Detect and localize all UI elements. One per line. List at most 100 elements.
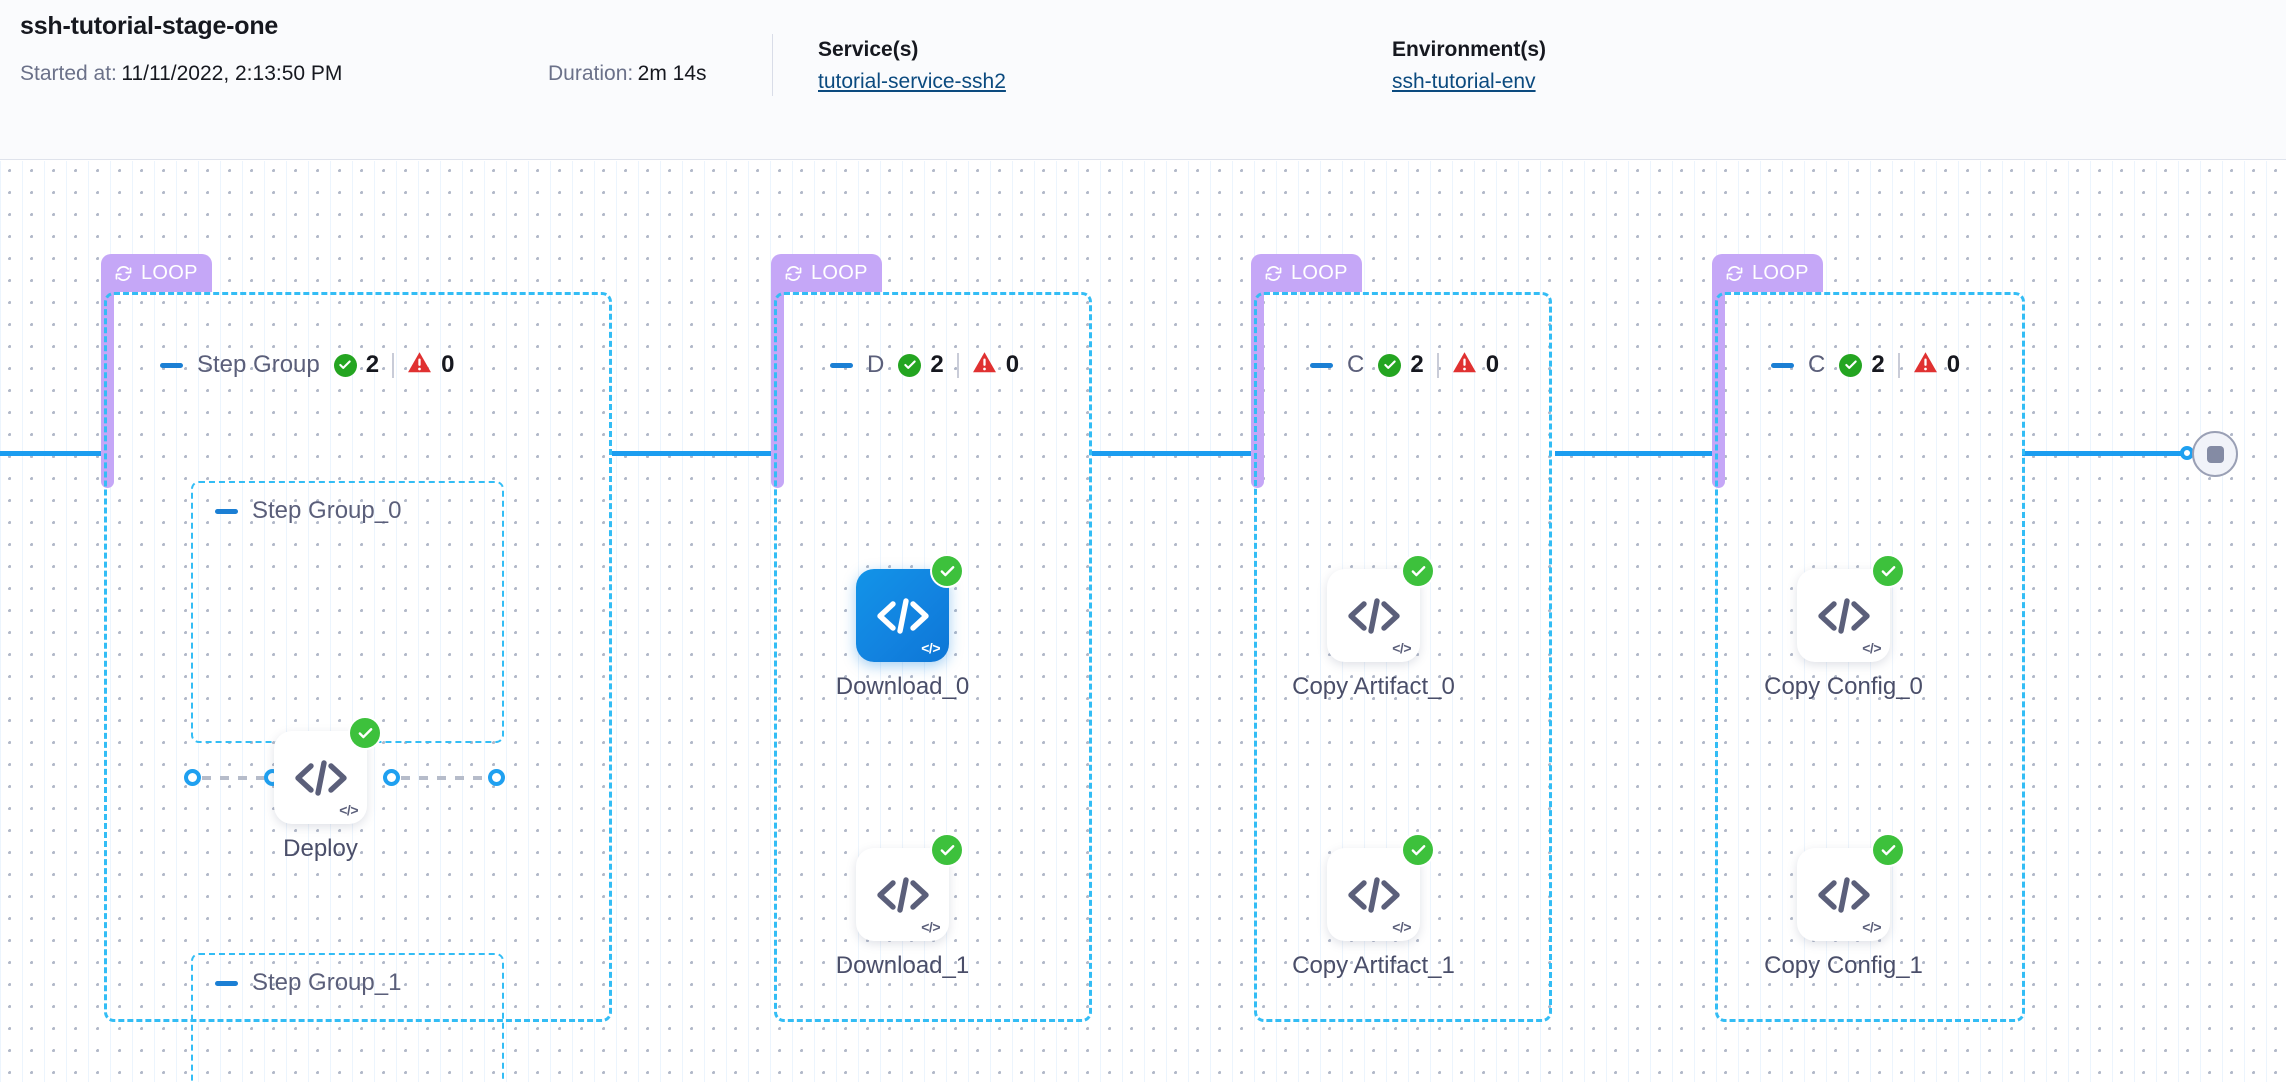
code-icon [1816,596,1872,636]
execution-header: ssh-tutorial-stage-one Started at: 11/11… [0,0,2286,160]
group-title-copy-config-group: C [1808,351,1826,378]
step-type-icon: </> [339,802,358,818]
group-header-copy-artifact-group[interactable]: C 2 0 [1310,351,1499,379]
error-warning-icon [1452,351,1477,379]
node-copy-artifact-1[interactable]: </> Copy Artifact_1 [1292,835,1455,979]
collapse-icon[interactable] [215,508,238,514]
success-count: 2 [1871,351,1885,378]
group-header-download-group[interactable]: D 2 0 [830,351,1019,379]
node-copy-artifact-0[interactable]: </> Copy Artifact_0 [1292,556,1455,700]
collapse-icon[interactable] [160,362,183,368]
loop-icon [115,265,132,281]
group-box-step-group[interactable] [104,292,612,1022]
error-warning-icon [407,351,432,379]
step-type-icon: </> [1862,640,1881,656]
success-check-icon [898,353,922,377]
node-card[interactable]: </> [1797,835,1903,941]
loop-badge-label: LOOP [141,261,198,284]
node-download-1[interactable]: </> Download_1 [836,835,969,979]
node-copy-config-1[interactable]: </> Copy Config_1 [1764,835,1923,979]
error-count: 0 [1485,351,1500,378]
page-title: ssh-tutorial-stage-one [20,12,279,40]
group-header-step-group-1[interactable]: Step Group_1 [215,969,401,997]
node-deploy[interactable]: </> Deploy [274,718,380,862]
node-label: Download_0 [835,673,970,700]
node-card[interactable]: </> [856,835,962,941]
status-badge-success [1403,835,1433,865]
node-card[interactable]: </> [1797,556,1903,662]
status-badge-success [350,718,380,748]
duration-label: Duration: [548,62,634,85]
collapse-icon[interactable] [1771,362,1794,368]
status-badge-success [1873,835,1903,865]
group-box-step-group-1[interactable] [191,953,504,1082]
step-type-icon: </> [921,640,940,656]
count-separator [1897,352,1900,378]
pipeline-canvas[interactable]: LOOP Step Group 2 0 Step Group_0 [0,161,2286,1082]
status-badge-success [1873,556,1903,586]
node-label: Deploy [283,835,358,862]
duration-value: 2m 14s [637,62,707,85]
handle-right-outer[interactable] [488,769,505,786]
environment-link[interactable]: ssh-tutorial-env [1392,69,1536,93]
node-label: Copy Config_1 [1764,952,1923,979]
service-link[interactable]: tutorial-service-ssh2 [818,69,1006,93]
handle-right-inner[interactable] [383,769,400,786]
collapse-icon[interactable] [215,980,238,986]
loop-badge-label: LOOP [1291,261,1348,284]
services-block: Service(s) tutorial-service-ssh2 [818,38,1006,94]
node-download-0[interactable]: </> Download_0 [836,556,969,700]
group-box-copy-artifact-group[interactable] [1254,292,1552,1022]
group-box-download-group[interactable] [774,292,1092,1022]
group-counts: 2 0 [1378,351,1499,379]
code-icon [1346,875,1402,915]
dash-link-left [202,776,266,780]
group-header-step-group[interactable]: Step Group 2 0 [160,351,454,379]
node-card[interactable]: </> [1327,556,1433,662]
node-card[interactable]: </> [1327,835,1433,941]
connector-group2-group3 [1092,451,1252,456]
success-count: 2 [930,351,944,378]
group-title-download-group: D [867,351,885,378]
stop-icon [2206,445,2224,463]
duration: Duration: 2m 14s [548,62,707,86]
pipeline-end-node[interactable] [2192,431,2238,477]
error-warning-icon [1913,351,1938,379]
header-divider [772,34,773,96]
step-type-icon: </> [1392,919,1411,935]
loop-badge-step-group[interactable]: LOOP [101,254,212,292]
status-badge-success [932,835,962,865]
group-title-copy-artifact-group: C [1347,351,1365,378]
success-count: 2 [1410,351,1424,378]
code-icon [293,758,349,798]
node-label: Copy Artifact_1 [1292,952,1455,979]
loop-badge-copy-artifact-group[interactable]: LOOP [1251,254,1362,292]
count-separator [956,352,959,378]
loop-badge-download-group[interactable]: LOOP [771,254,882,292]
group-box-copy-config-group[interactable] [1715,292,2025,1022]
collapse-icon[interactable] [830,362,853,368]
connector-group3-group4 [1555,451,1713,456]
node-card[interactable]: </> [274,718,380,824]
error-warning-icon [972,351,997,379]
collapse-icon[interactable] [1310,362,1333,368]
code-icon [875,875,931,915]
step-type-icon: </> [921,919,940,935]
connector-group4-end [2022,451,2192,456]
node-label: Copy Config_0 [1764,673,1923,700]
started-at-label: Started at: [20,62,117,85]
count-separator [1436,352,1439,378]
services-title: Service(s) [818,38,919,61]
group-header-step-group-0[interactable]: Step Group_0 [215,497,401,525]
node-card[interactable]: </> [856,556,962,662]
node-copy-config-0[interactable]: </> Copy Config_0 [1764,556,1923,700]
error-count: 0 [1005,351,1020,378]
node-label: Copy Artifact_0 [1292,673,1455,700]
group-header-copy-config-group[interactable]: C 2 0 [1771,351,1960,379]
handle-left-outer[interactable] [184,769,201,786]
environments-title: Environment(s) [1392,38,1547,61]
group-title-step-group-1: Step Group_1 [252,969,402,996]
group-title-step-group: Step Group [197,351,320,378]
loop-icon [1265,265,1282,281]
loop-badge-copy-config-group[interactable]: LOOP [1712,254,1823,292]
